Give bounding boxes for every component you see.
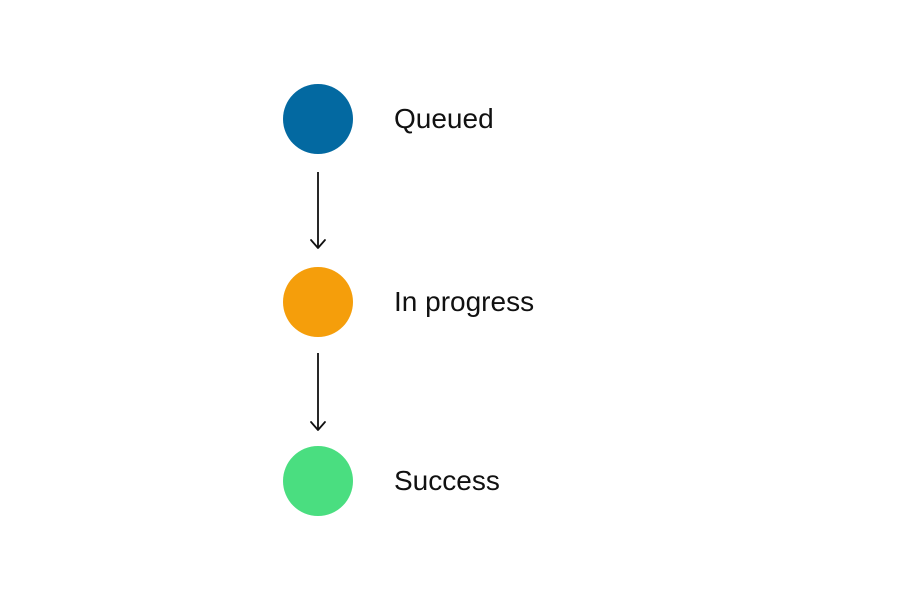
queued-status-label: Queued bbox=[394, 103, 494, 134]
success-status-label: Success bbox=[394, 465, 500, 496]
success-status-dot bbox=[283, 446, 353, 516]
arrow-queued-to-progress bbox=[310, 172, 326, 249]
queued-status-dot bbox=[283, 84, 353, 154]
arrow-progress-to-success bbox=[310, 353, 326, 431]
in-progress-status-dot bbox=[283, 267, 353, 337]
in-progress-status-label: In progress bbox=[394, 286, 535, 317]
